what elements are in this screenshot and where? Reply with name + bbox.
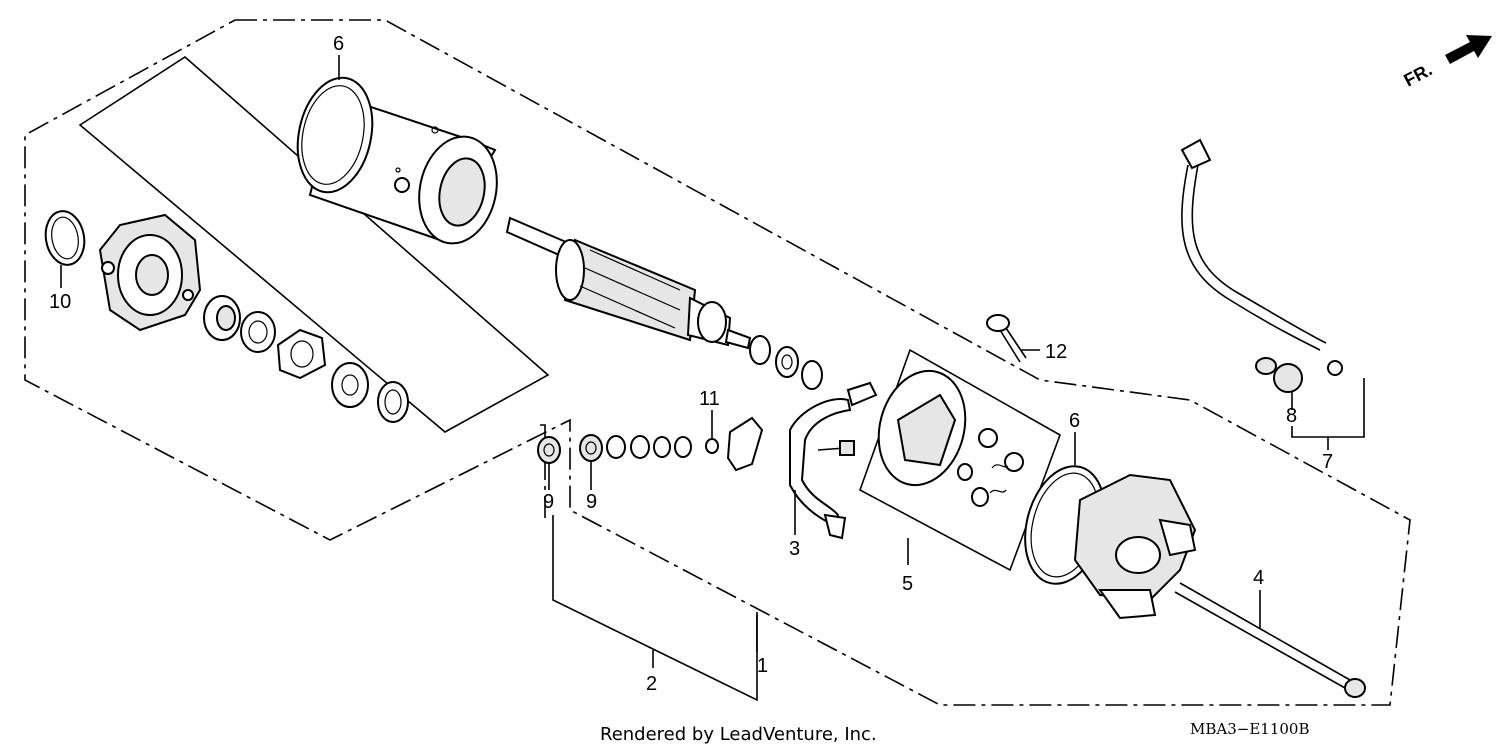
front-direction-label: FR. bbox=[1400, 59, 1435, 90]
thrust-washer-part bbox=[801, 360, 823, 390]
starter-assembly-outline bbox=[24, 19, 1411, 706]
rear-cover-part bbox=[1024, 465, 1197, 620]
bolt-part-12 bbox=[986, 314, 1027, 363]
thrust-washer-part bbox=[775, 346, 799, 378]
footer-credit: Rendered by LeadVenture, Inc. bbox=[600, 724, 877, 745]
callout-11: 11 bbox=[699, 388, 720, 410]
callout-9-left: 9 bbox=[543, 491, 554, 513]
front-cover-part bbox=[98, 213, 202, 332]
washer-part bbox=[674, 436, 692, 458]
callout-4: 4 bbox=[1253, 567, 1264, 589]
callout-6-bottom: 6 bbox=[1069, 410, 1080, 432]
washer-part bbox=[630, 435, 650, 459]
insulator-part bbox=[726, 416, 764, 472]
long-bolt-part bbox=[1174, 582, 1366, 698]
motor-case-part bbox=[296, 76, 498, 245]
callout-3: 3 bbox=[789, 538, 800, 560]
nut-part-9 bbox=[537, 436, 561, 464]
callout-9-right: 9 bbox=[586, 491, 597, 513]
front-direction-arrow-icon bbox=[1445, 35, 1492, 64]
nut-part-9 bbox=[579, 434, 603, 462]
starter-cable-part bbox=[1180, 138, 1343, 376]
oil-seal-part bbox=[240, 311, 276, 353]
callout-7: 7 bbox=[1322, 451, 1333, 473]
terminal-cap-part bbox=[1255, 357, 1303, 393]
callout-1: 1 bbox=[757, 655, 768, 677]
brush-holder-part bbox=[877, 369, 1024, 507]
bearing-part bbox=[203, 295, 241, 341]
callout-5: 5 bbox=[902, 573, 913, 595]
washer-part bbox=[653, 436, 671, 458]
washer-part bbox=[331, 362, 369, 408]
callout-12: 12 bbox=[1045, 341, 1067, 363]
callout-2: 2 bbox=[646, 673, 657, 695]
washer-part bbox=[606, 435, 626, 459]
thrust-washer-part bbox=[749, 335, 771, 365]
diagram-code: MBA3−E1100B bbox=[1190, 720, 1309, 738]
lock-washer-part bbox=[276, 328, 327, 380]
callout-6-top: 6 bbox=[333, 33, 344, 55]
armature-part bbox=[505, 216, 752, 350]
front-cover-set-outline bbox=[78, 55, 550, 433]
armature-group-outline bbox=[540, 424, 546, 520]
callout-10: 10 bbox=[49, 291, 71, 313]
o-ring-part bbox=[44, 210, 86, 266]
callout-8: 8 bbox=[1286, 405, 1297, 427]
shim-part bbox=[377, 381, 409, 423]
brush-terminal-part bbox=[789, 381, 878, 540]
o-ring-part-11 bbox=[705, 438, 719, 454]
